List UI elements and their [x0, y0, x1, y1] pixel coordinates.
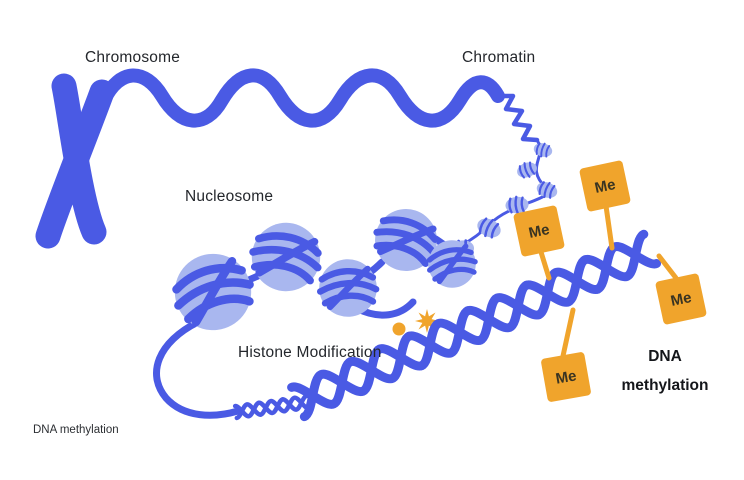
chromosome-figure: [35, 73, 115, 249]
dna-methylation-title: DNA methylation: [617, 342, 713, 400]
dna-methylation-title-line1: DNA: [648, 348, 682, 365]
footer-caption: DNA methylation: [33, 424, 119, 436]
dna-methylation-title-line2: methylation: [621, 377, 709, 394]
methyl-connectors: [538, 203, 679, 359]
methyl-tag: Me: [579, 160, 631, 212]
nucleosome-1: [165, 244, 261, 340]
histone-dot: [392, 322, 406, 336]
dna-coil: [235, 396, 308, 418]
methyl-tag-label: Me: [554, 367, 577, 387]
nucleosome-label: Nucleosome: [185, 188, 274, 205]
methyl-tag-label: Me: [527, 221, 551, 242]
methyl-square: [513, 205, 565, 257]
chromatin-zigzag: [495, 93, 540, 143]
chromatin-fiber: [97, 68, 505, 128]
methyl-tag: Me: [541, 352, 591, 402]
methyl-tag-label: Me: [669, 289, 693, 310]
methyl-tag-label: Me: [593, 176, 617, 197]
methyl-tag: Me: [655, 273, 707, 325]
nucleosome-3: [317, 257, 378, 318]
methyl-tags: Me Me Me Me: [513, 160, 707, 402]
methyl-square: [541, 352, 591, 402]
chromosome-label: Chromosome: [85, 49, 181, 66]
methyl-tag: Me: [513, 205, 565, 257]
histone-modification-label: Histone Modification: [238, 344, 382, 361]
nucleosome-2: [245, 216, 326, 297]
nucleosome-cluster: [165, 201, 480, 340]
methyl-square: [579, 160, 631, 212]
methyl-square: [655, 273, 707, 325]
chromatin-label: Chromatin: [462, 49, 536, 66]
